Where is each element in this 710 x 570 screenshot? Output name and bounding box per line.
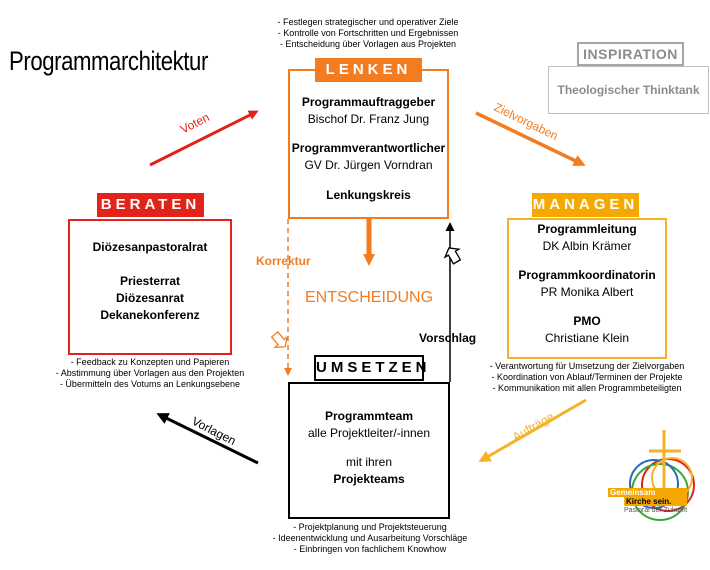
zielvorgaben-arrow xyxy=(475,111,586,166)
managen-role3-title: PMO xyxy=(573,314,601,328)
lenken-role1-name: Bischof Dr. Franz Jung xyxy=(307,112,430,126)
beraten-line: Priesterrat xyxy=(119,274,181,288)
beraten-line: Diözesanpastoralrat xyxy=(92,240,208,254)
voten-arrow xyxy=(149,110,259,167)
lenken-notes: - Festlegen strategischer und operativer… xyxy=(255,17,481,50)
inspiration-box xyxy=(548,66,709,114)
umsetzen-line1: Programmteam xyxy=(324,409,414,423)
managen-header: MANAGEN xyxy=(532,193,639,217)
beraten-note: - Feedback zu Konzepten und Papieren xyxy=(70,357,230,367)
logo-line3: Pastoral der Zukunft xyxy=(624,507,688,514)
page-title: Programmarchitektur xyxy=(9,46,208,76)
managen-box xyxy=(507,218,667,359)
inspiration-text: Theologischer Thinktank xyxy=(557,83,700,97)
lenken-role3-title: Lenkungskreis xyxy=(326,188,411,202)
lenken-note: - Festlegen strategischer und operativer… xyxy=(277,17,459,27)
logo-line2: Kirche sein. xyxy=(624,497,688,506)
umsetzen-line4: Projekteams xyxy=(333,472,405,486)
lenken-header: LENKEN xyxy=(315,58,422,82)
lenken-role1-title: Programmauftraggeber xyxy=(301,95,436,109)
umsetzen-note: - Einbringen von fachlichem Knowhow xyxy=(293,544,447,554)
managen-note: - Verantwortung für Umsetzung der Zielvo… xyxy=(489,361,685,371)
hand-cursor-orange-icon xyxy=(270,330,289,349)
beraten-line: Diözesanrat xyxy=(115,291,185,305)
lenken-content: Programmauftraggeber Bischof Dr. Franz J… xyxy=(290,94,447,204)
beraten-header: BERATEN xyxy=(97,193,204,217)
auftraege-arrow xyxy=(478,398,587,462)
umsetzen-header: UMSETZEN xyxy=(314,355,427,381)
lenken-box xyxy=(288,69,449,219)
managen-role3-name: Christiane Klein xyxy=(544,331,630,345)
logo: Gemeinsam Kirche sein. Pastoral der Zuku… xyxy=(608,488,688,515)
vorlagen-arrow xyxy=(156,413,259,465)
lenken-note: - Kontrolle von Fortschritten und Ergebn… xyxy=(277,28,459,38)
vorschlag-label: Vorschlag xyxy=(419,331,477,345)
managen-note: - Kommunikation mit allen Programmbeteil… xyxy=(492,383,682,393)
beraten-box xyxy=(68,219,232,355)
beraten-notes: - Feedback zu Konzepten und Papieren - A… xyxy=(30,357,270,390)
beraten-line: Dekanekonferenz xyxy=(100,308,200,322)
managen-notes: - Verantwortung für Umsetzung der Zielvo… xyxy=(472,361,702,394)
lenken-role2-title: Programmverantwortlicher xyxy=(291,141,446,155)
managen-role2-title: Programmkoordinatorin xyxy=(518,268,656,282)
umsetzen-box xyxy=(288,382,450,519)
umsetzen-note: - Ideenentwicklung und Ausarbeitung Vors… xyxy=(272,533,468,543)
lenken-note: - Entscheidung über Vorlagen aus Projekt… xyxy=(279,39,457,49)
managen-note: - Koordination von Ablauf/Terminen der P… xyxy=(491,372,683,382)
umsetzen-note: - Projektplanung und Projektsteuerung xyxy=(293,522,447,532)
managen-role2-name: PR Monika Albert xyxy=(540,285,634,299)
inspiration-header: INSPIRATION xyxy=(577,42,684,66)
hand-cursor-icon xyxy=(443,247,462,265)
umsetzen-notes: - Projektplanung und Projektsteuerung - … xyxy=(248,522,492,555)
korrektur-label: Korrektur xyxy=(256,254,311,268)
logo-line1: Gemeinsam xyxy=(608,488,688,497)
entscheidung-label: ENTSCHEIDUNG xyxy=(305,289,434,306)
lenken-role2-name: GV Dr. Jürgen Vorndran xyxy=(304,158,433,172)
managen-role1-title: Programmleitung xyxy=(537,222,637,236)
beraten-content: Diözesanpastoralrat Priesterrat Diözesan… xyxy=(70,239,230,324)
logo-emblem xyxy=(629,430,695,521)
beraten-note: - Übermitteln des Votums an Lenkungseben… xyxy=(59,379,241,389)
umsetzen-line2: alle Projektleiter/-innen xyxy=(307,426,431,440)
umsetzen-line3: mit ihren xyxy=(345,455,392,469)
managen-role1-name: DK Albin Krämer xyxy=(542,239,632,253)
managen-content: Programmleitung DK Albin Krämer Programm… xyxy=(509,221,665,347)
beraten-note: - Abstimmung über Vorlagen aus den Proje… xyxy=(55,368,245,378)
umsetzen-content: Programmteam alle Projektleiter/-innen m… xyxy=(290,408,448,488)
